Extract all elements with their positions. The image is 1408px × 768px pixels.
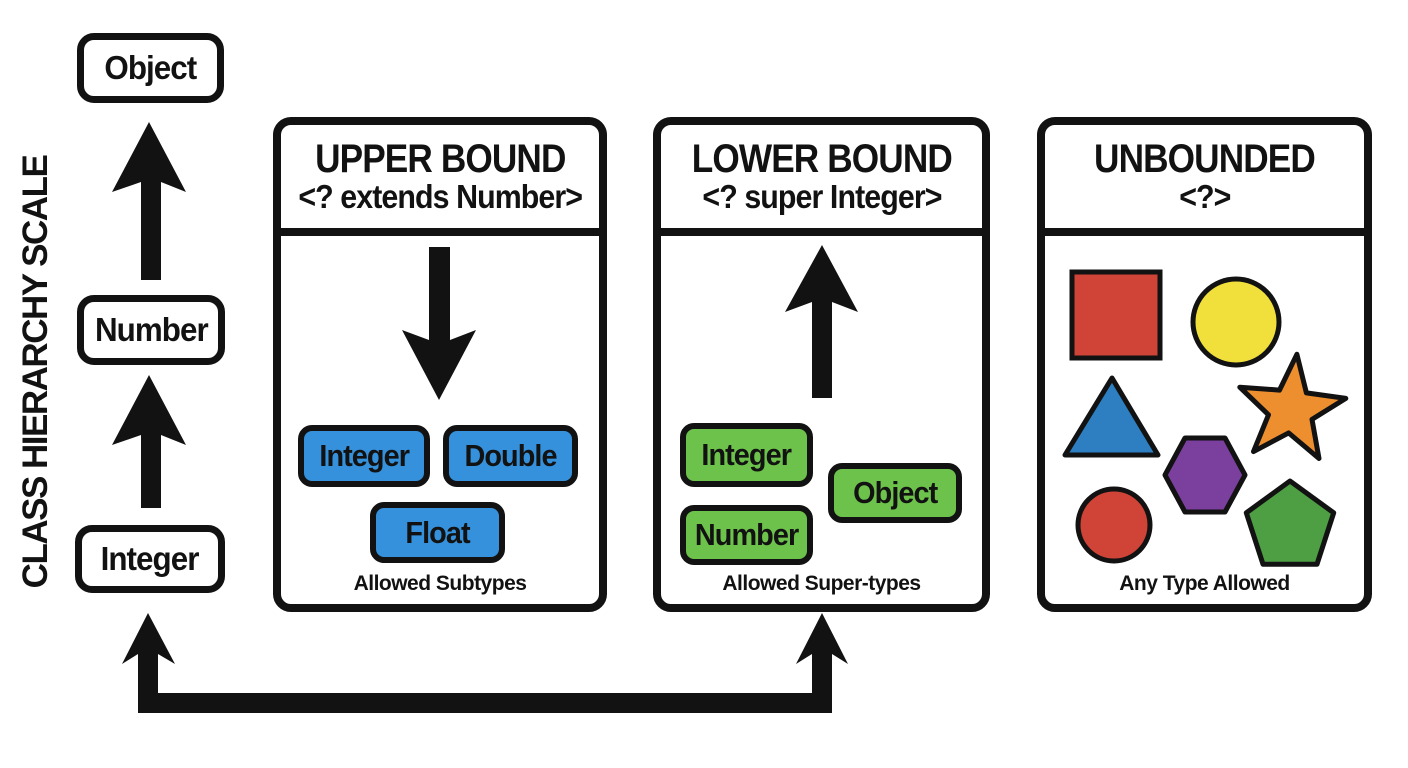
upper-bound-title: UPPER BOUND	[314, 137, 566, 182]
lower-bound-title: LOWER BOUND	[691, 137, 952, 182]
unbounded-caption: Any Type Allowed	[1119, 572, 1290, 595]
green-pentagon-shape	[1243, 478, 1337, 567]
blue-triangle-shape	[1062, 375, 1161, 458]
arrow-number-to-object	[112, 122, 186, 280]
unbounded-header: UNBOUNDED <?>	[1045, 125, 1364, 236]
supertype-box-object-label: Object	[852, 475, 938, 510]
subtype-box-float: Float	[370, 502, 505, 563]
supertype-box-integer-label: Integer	[701, 437, 793, 472]
subtype-box-double: Double	[443, 425, 578, 487]
lower-bound-panel: LOWER BOUND <? super Integer> Integer Ob…	[653, 117, 990, 612]
hierarchy-node-number: Number	[77, 295, 225, 365]
subtype-box-integer-label: Integer	[319, 438, 410, 473]
orange-star-shape	[1237, 351, 1349, 461]
supertype-box-object: Object	[828, 463, 962, 523]
supertype-box-number: Number	[680, 505, 813, 565]
unbounded-type-param: <?>	[1178, 178, 1231, 216]
unbounded-title: UNBOUNDED	[1094, 137, 1316, 182]
purple-hexagon-shape	[1162, 435, 1248, 515]
lower-bound-body: Integer Object Number Allowed Super-type…	[661, 236, 982, 604]
integer-to-lower-bound-connector-arrow	[122, 613, 848, 713]
lower-bound-caption: Allowed Super-types	[722, 572, 921, 595]
yellow-circle-shape	[1190, 276, 1282, 368]
upper-bound-body: Integer Double Float Allowed Subtypes	[281, 236, 599, 604]
hierarchy-node-object: Object	[77, 33, 224, 103]
arrow-integer-to-number	[112, 375, 186, 508]
unbounded-body: Any Type Allowed	[1045, 236, 1364, 604]
hierarchy-node-number-label: Number	[94, 311, 209, 348]
supertype-box-number-label: Number	[694, 517, 799, 552]
unbounded-panel: UNBOUNDED <?> Any Type Allowed	[1037, 117, 1372, 612]
hierarchy-node-object-label: Object	[104, 49, 198, 86]
upper-bound-header: UPPER BOUND <? extends Number>	[281, 125, 599, 236]
lower-bound-type-param: <? super Integer>	[701, 178, 942, 216]
red-circle-shape	[1075, 486, 1153, 564]
supertype-box-integer: Integer	[680, 423, 813, 487]
hierarchy-node-integer: Integer	[75, 525, 225, 593]
hierarchy-node-integer-label: Integer	[101, 540, 200, 577]
upper-bound-caption: Allowed Subtypes	[353, 572, 527, 595]
upper-bound-panel: UPPER BOUND <? extends Number> Integer D…	[273, 117, 607, 612]
lower-bound-header: LOWER BOUND <? super Integer>	[661, 125, 982, 236]
upper-bound-type-param: <? extends Number>	[298, 178, 583, 216]
any-type-shapes	[1062, 269, 1349, 567]
subtype-box-double-label: Double	[464, 438, 557, 473]
subtype-box-integer: Integer	[298, 425, 430, 487]
class-hierarchy-axis-label: CLASS HIERARCHY SCALE	[16, 155, 55, 589]
subtype-box-float-label: Float	[405, 514, 470, 550]
red-square-shape	[1069, 269, 1163, 361]
